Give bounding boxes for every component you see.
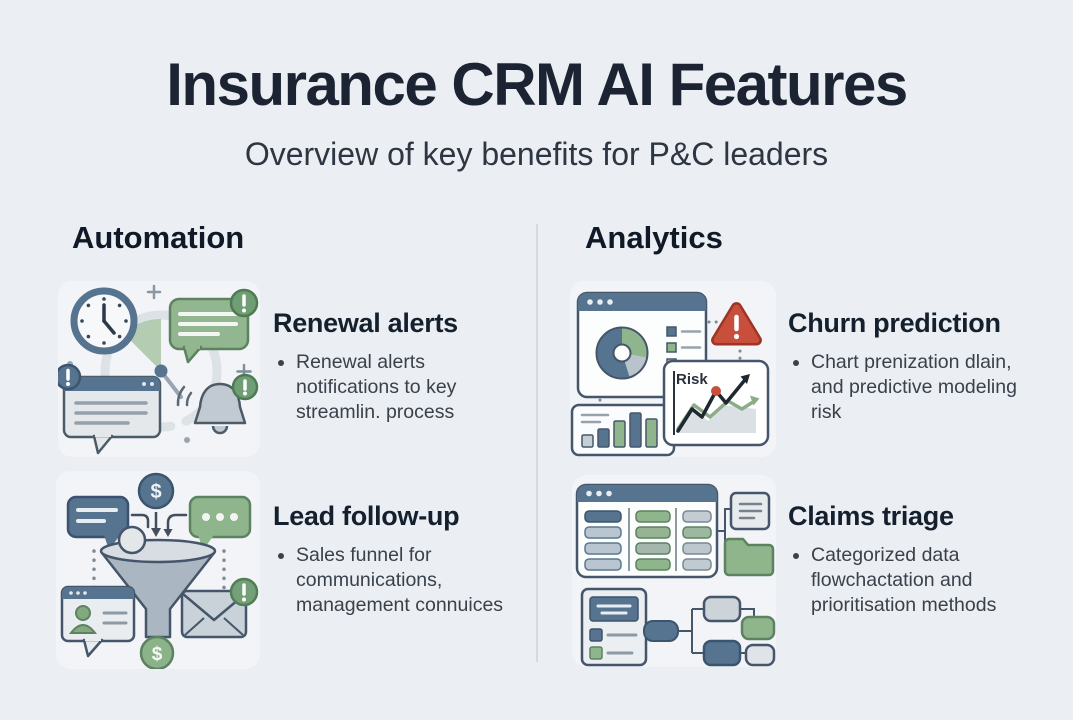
alert-badge-icon [229,577,259,607]
alert-badge-icon [229,288,259,318]
envelope-icon [180,577,259,639]
feature-title-lead-follow-up: Lead follow-up [273,501,460,531]
dotted-line [92,549,226,613]
feature-lead-follow-up: Lead follow-up Sales funnel for communic… [273,501,513,617]
dot-accent [184,437,190,443]
document-icon [729,491,771,531]
feature-bullets: Sales funnel for communications, managem… [273,543,513,617]
churn-prediction-illustration: Risk [570,281,776,457]
dotted-line [598,320,742,413]
flow-node-connector [643,620,679,642]
contact-card-icon [60,585,136,658]
feature-bullets: Chart prenization dlain, and predictive … [788,350,1040,424]
chat-bubble-icon [188,495,252,550]
bar-chart-icon [570,403,676,457]
lead-follow-up-icon: $ [60,472,259,669]
lead-follow-up-illustration: $ [56,471,260,669]
message-window-icon [58,363,162,455]
sparkle-icon [146,284,252,380]
folder-icon [723,537,775,577]
feature-bullets: Renewal alerts notifications to key stre… [273,350,513,424]
risk-chart-icon: Risk [662,359,770,447]
clock-icon [70,287,138,355]
feature-bullets: Categorized data flowchactation and prio… [788,543,1040,617]
alert-badge-icon [58,363,82,391]
renewal-alerts-icon [58,284,259,455]
feature-title-renewal-alerts: Renewal alerts [273,308,458,338]
feature-title-churn-prediction: Churn prediction [788,308,1001,338]
claims-triage-icon [575,483,776,667]
claim-form-icon [580,587,648,667]
flow-arrow-icon [130,513,188,537]
feature-bullet: Renewal alerts notifications to key stre… [296,350,513,424]
flowchart-icon [678,595,776,667]
donut-chart-icon [595,326,649,380]
feature-title-claims-triage: Claims triage [788,501,954,531]
bell-icon [176,373,259,435]
warning-triangle-icon [711,302,762,346]
section-header-analytics: Analytics [585,220,723,255]
chat-bubble-icon [168,288,259,364]
dollar-coin-icon: $ [139,635,175,669]
feature-bullet: Categorized data flowchactation and prio… [811,543,1040,617]
dollar-glyph: $ [150,481,161,503]
feature-bullet: Chart prenization dlain, and predictive … [811,350,1040,424]
feature-claims-triage: Claims triage Categorized data flowchact… [788,501,1040,617]
risk-label: Risk [676,371,708,388]
page-subtitle: Overview of key benefits for P&C leaders [244,136,829,172]
funnel-icon [99,525,217,639]
lead-ball-icon [117,525,147,555]
claims-triage-illustration [572,475,776,667]
data-table-window-icon [575,483,719,579]
section-header-automation: Automation [72,220,245,255]
dollar-glyph: $ [152,644,163,665]
alert-badge-icon [231,373,259,401]
dollar-coin-icon: $ [137,472,175,510]
feature-churn-prediction: Churn prediction Chart prenization dlain… [788,308,1040,424]
page-title: Insurance CRM AI Features [166,51,908,118]
feature-renewal-alerts: Renewal alerts Renewal alerts notificati… [273,308,513,424]
feature-bullet: Sales funnel for communications, managem… [296,543,513,617]
arrow-down-icon [151,512,161,537]
churn-prediction-icon: Risk [570,291,770,457]
column-divider [536,224,538,662]
renewal-alerts-illustration [58,281,260,457]
